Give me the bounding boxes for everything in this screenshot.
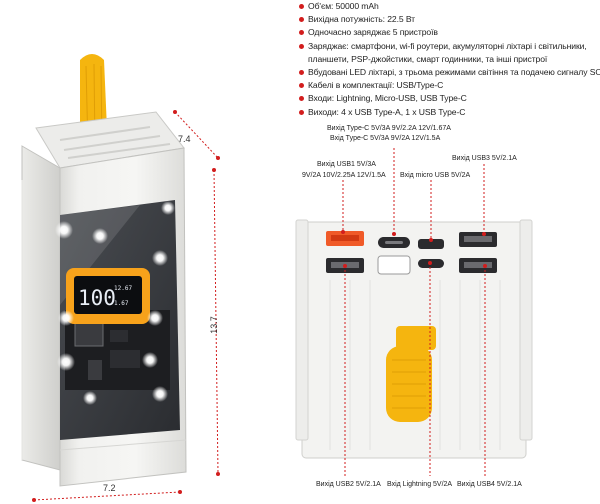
- spec-item: Об'єм: 50000 mAh: [297, 0, 597, 13]
- usb1-label: Вихід USB1 5V/3A: [317, 161, 376, 168]
- bullet-icon: [299, 4, 304, 9]
- spec-text: Заряджає: смартфони, wi-fi роутери, акум…: [308, 40, 587, 64]
- usb1-label-detail: 9V/2A 10V/2.25A 12V/1.5A: [302, 172, 386, 179]
- usb3-label: Вихід USB3 5V/2.1A: [452, 155, 517, 162]
- bullet-icon: [299, 17, 304, 23]
- readout-2: 1.67: [114, 300, 129, 307]
- spec-text: Одночасно заряджає 5 пристроїв: [308, 27, 438, 38]
- depth-dimension-label: 7.4: [178, 134, 191, 144]
- power-button-icon[interactable]: [377, 255, 411, 275]
- dimension-lines: [32, 110, 220, 502]
- callout-lines: [341, 148, 487, 476]
- strap-front-icon: [396, 326, 436, 350]
- led-lights: [55, 201, 175, 405]
- spec-item: Одночасно заряджає 5 пристроїв: [297, 26, 597, 39]
- battery-percent-readout: 100: [78, 286, 116, 310]
- micro-usb-port-icon: [418, 239, 444, 249]
- spec-item: Входи: Lightning, Micro-USB, USB Type-C: [297, 92, 597, 105]
- bullet-icon: [299, 83, 304, 89]
- width-dimension-label: 7.2: [103, 483, 116, 493]
- spec-list: Об'єм: 50000 mAh Вихідна потужність: 22.…: [297, 0, 600, 119]
- bullet-icon: [299, 43, 304, 49]
- spec-text: Виходи: 4 x USB Type-A, 1 x USB Type-C: [308, 106, 466, 117]
- lightning-label: Вхід Lightning 5V/2A: [387, 481, 453, 488]
- lcd-screen: [74, 276, 142, 314]
- spec-item: Кабелі в комплектації: USB/Type-C: [297, 79, 597, 92]
- bullet-icon: [299, 70, 304, 76]
- spec-item: Заряджає: смартфони, wi-fi роутери, акум…: [297, 40, 597, 66]
- spec-text: Вихідна потужність: 22.5 Вт: [308, 14, 416, 25]
- spec-item: Вбудовані LED ліхтарі, з трьома режимами…: [297, 66, 600, 79]
- spec-item: Виходи: 4 x USB Type-A, 1 x USB Type-C: [297, 106, 597, 119]
- bullet-icon: [299, 30, 304, 36]
- readout-1: 12.67: [114, 285, 132, 292]
- bullet-icon: [299, 109, 304, 115]
- typec-input-label: Вхід Type-C 5V/3A 9V/2A 12V/1.5A: [330, 135, 441, 142]
- spec-text: Вбудовані LED ліхтарі, з трьома режимами…: [308, 67, 600, 78]
- spec-text: Кабелі в комплектації: USB/Type-C: [308, 80, 444, 91]
- spec-text: Входи: Lightning, Micro-USB, USB Type-C: [308, 93, 467, 104]
- bullet-icon: [299, 96, 304, 102]
- micro-usb-label: Вхід micro USB 5V/2A: [400, 172, 471, 179]
- power-bank-3d-view: 100 12.67 1.67: [21, 54, 187, 487]
- spec-text: Об'єм: 50000 mAh: [308, 1, 379, 11]
- power-bank-front-view: [295, 219, 533, 459]
- typec-output-label: Вихід Type-C 5V/3A 9V/2.2A 12V/1.67A: [327, 125, 451, 132]
- usb4-label: Вихід USB4 5V/2.1A: [457, 481, 522, 488]
- spec-item: Вихідна потужність: 22.5 Вт: [297, 13, 597, 26]
- height-dimension-label: 13.7: [208, 316, 219, 334]
- usb2-label: Вихід USB2 5V/2.1A: [316, 481, 381, 488]
